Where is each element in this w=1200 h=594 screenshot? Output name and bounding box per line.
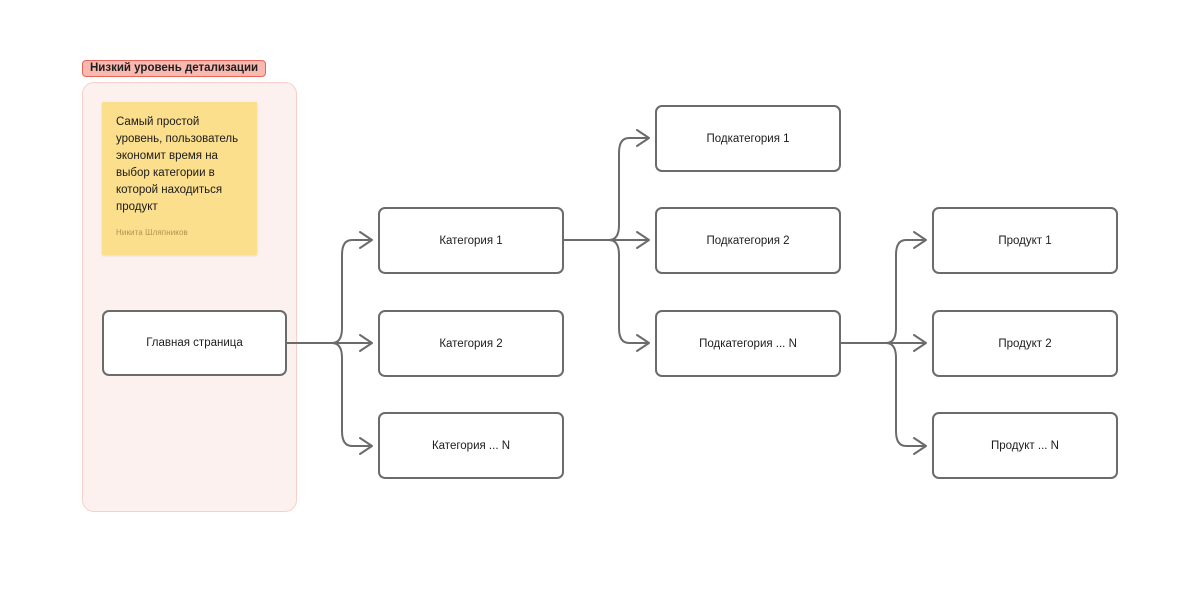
sticky-note[interactable]: Самый простой уровень, пользователь экон… bbox=[102, 102, 257, 255]
arrowhead bbox=[913, 231, 927, 249]
node-label: Продукт 2 bbox=[998, 337, 1052, 350]
arrowhead bbox=[359, 231, 373, 249]
arrowhead bbox=[636, 231, 650, 249]
arrowhead bbox=[359, 437, 373, 455]
node-label: Категория ... N bbox=[431, 439, 511, 452]
node-product-n[interactable]: Продукт ... N bbox=[932, 412, 1118, 479]
node-category-2[interactable]: Категория 2 bbox=[378, 310, 564, 377]
arrowhead bbox=[636, 334, 650, 352]
sticky-note-author: Никита Шляпников bbox=[116, 228, 188, 237]
arrowhead bbox=[359, 334, 373, 352]
frame-label-badge[interactable]: Низкий уровень детализации bbox=[82, 60, 267, 77]
node-category-1[interactable]: Категория 1 bbox=[378, 207, 564, 274]
node-label: Продукт 1 bbox=[998, 234, 1052, 247]
node-product-2[interactable]: Продукт 2 bbox=[932, 310, 1118, 377]
node-subcategory-2[interactable]: Подкатегория 2 bbox=[655, 207, 841, 274]
connector-categories-to-subcategories bbox=[563, 129, 650, 352]
node-subcategory-n[interactable]: Подкатегория ... N bbox=[655, 310, 841, 377]
node-label: Категория 1 bbox=[439, 234, 503, 247]
arrowhead bbox=[913, 437, 927, 455]
node-subcategory-1[interactable]: Подкатегория 1 bbox=[655, 105, 841, 172]
node-product-1[interactable]: Продукт 1 bbox=[932, 207, 1118, 274]
node-home-page[interactable]: Главная страница bbox=[102, 310, 287, 376]
node-label: Главная страница bbox=[146, 337, 243, 349]
connector-root-to-categories bbox=[286, 231, 373, 455]
arrowhead bbox=[636, 129, 650, 147]
node-label: Подкатегория ... N bbox=[699, 337, 797, 350]
node-label: Продукт ... N bbox=[991, 439, 1059, 452]
connector-subcategories-to-products bbox=[840, 231, 927, 455]
node-label: Подкатегория 2 bbox=[706, 234, 790, 247]
arrowhead bbox=[913, 334, 927, 352]
node-category-n[interactable]: Категория ... N bbox=[378, 412, 564, 479]
node-label: Категория 2 bbox=[439, 337, 503, 350]
node-label: Подкатегория 1 bbox=[706, 132, 790, 145]
sticky-note-text: Самый простой уровень, пользователь экон… bbox=[116, 116, 239, 213]
